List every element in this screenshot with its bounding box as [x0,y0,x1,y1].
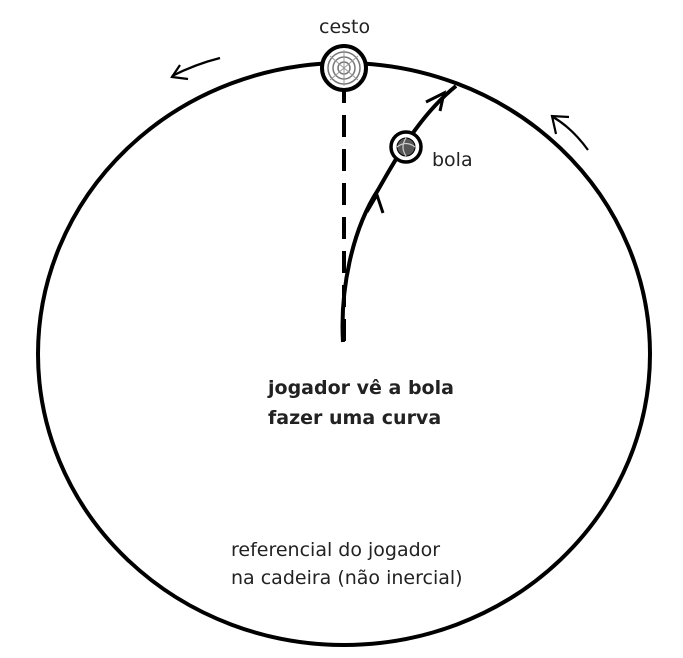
caption-line-2: fazer uma curva [268,407,441,429]
ball-icon [389,130,423,164]
trajectory-end-arrow-icon [425,90,447,112]
ball-label: bola [432,149,473,171]
rotation-arrow-right-icon [550,114,589,151]
ball-trajectory-curve [340,84,458,343]
frame-label-line-1: referencial do jogador [231,539,440,561]
frame-label-line-2: na cadeira (não inercial) [231,567,463,589]
caption-line-1: jogador vê a bola [267,377,454,399]
rotation-arrow-left-icon [170,56,221,81]
basket-label: cesto [319,16,370,38]
trajectory-arrow-icon [365,191,385,214]
basket-hoop-icon [320,44,368,92]
